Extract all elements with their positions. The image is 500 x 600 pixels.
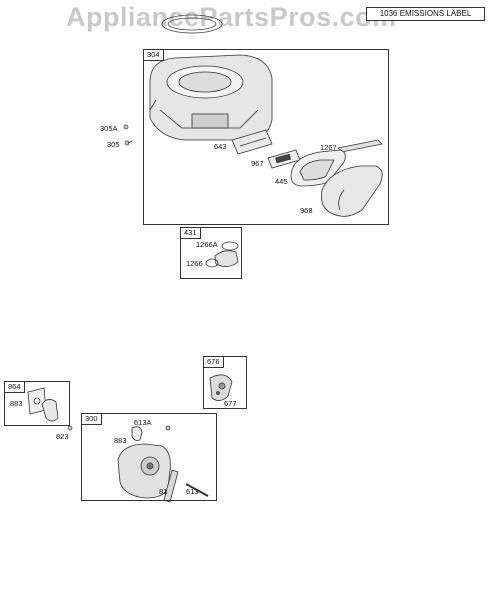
guard-643-drawing[interactable] [231, 129, 273, 155]
group-864-box[interactable]: 864 [4, 381, 70, 426]
part-label-305[interactable]: 305 [107, 140, 120, 149]
part-label-613a[interactable]: 613A [134, 418, 152, 427]
part-label-1267[interactable]: 1267 [320, 143, 337, 152]
screw-305-drawing[interactable] [124, 140, 133, 146]
muffler-300-drawing[interactable] [117, 425, 209, 503]
part-label-677[interactable]: 677 [224, 399, 237, 408]
bolt-823-drawing[interactable] [67, 425, 73, 431]
group-864-number: 864 [5, 382, 25, 393]
part-label-883-flange[interactable]: 883 [10, 399, 23, 408]
group-431-number: 431 [181, 228, 201, 239]
cover-968-drawing[interactable] [321, 165, 383, 217]
part-label-823[interactable]: 823 [56, 432, 69, 441]
emissions-label-box[interactable]: 1036 EMISSIONS LABEL [366, 7, 485, 21]
group-676-number: 676 [204, 357, 224, 368]
part-label-968[interactable]: 968 [300, 206, 313, 215]
group-431-box[interactable]: 431 [180, 227, 242, 279]
watermark-text: AppliancePartsPros.com [66, 2, 397, 32]
part-label-643[interactable]: 643 [214, 142, 227, 151]
screw-305a-drawing[interactable] [123, 124, 129, 130]
part-label-967[interactable]: 967 [251, 159, 264, 168]
group-300-box[interactable]: 300 [81, 413, 217, 501]
flange-864-drawing[interactable] [27, 387, 59, 422]
part-label-613[interactable]: 613 [186, 487, 199, 496]
part-label-1266[interactable]: 1266 [186, 259, 203, 268]
part-label-883-muffler[interactable]: 883 [114, 436, 127, 445]
top-gasket-drawing [161, 14, 223, 34]
group-304-box[interactable]: 304 [143, 49, 389, 225]
breather-431-drawing[interactable] [205, 241, 239, 268]
part-label-1266a[interactable]: 1266A [196, 240, 218, 249]
group-676-box[interactable]: 676 [203, 356, 247, 409]
plate-967-drawing[interactable] [267, 149, 301, 169]
blower-housing-drawing[interactable] [149, 54, 273, 141]
group-300-number: 300 [82, 414, 102, 425]
group-304-number: 304 [144, 50, 164, 61]
part-label-305a[interactable]: 305A [100, 124, 118, 133]
bracket-676-drawing[interactable] [209, 374, 233, 401]
part-label-81[interactable]: 81 [159, 487, 168, 496]
part-label-445[interactable]: 445 [275, 177, 288, 186]
